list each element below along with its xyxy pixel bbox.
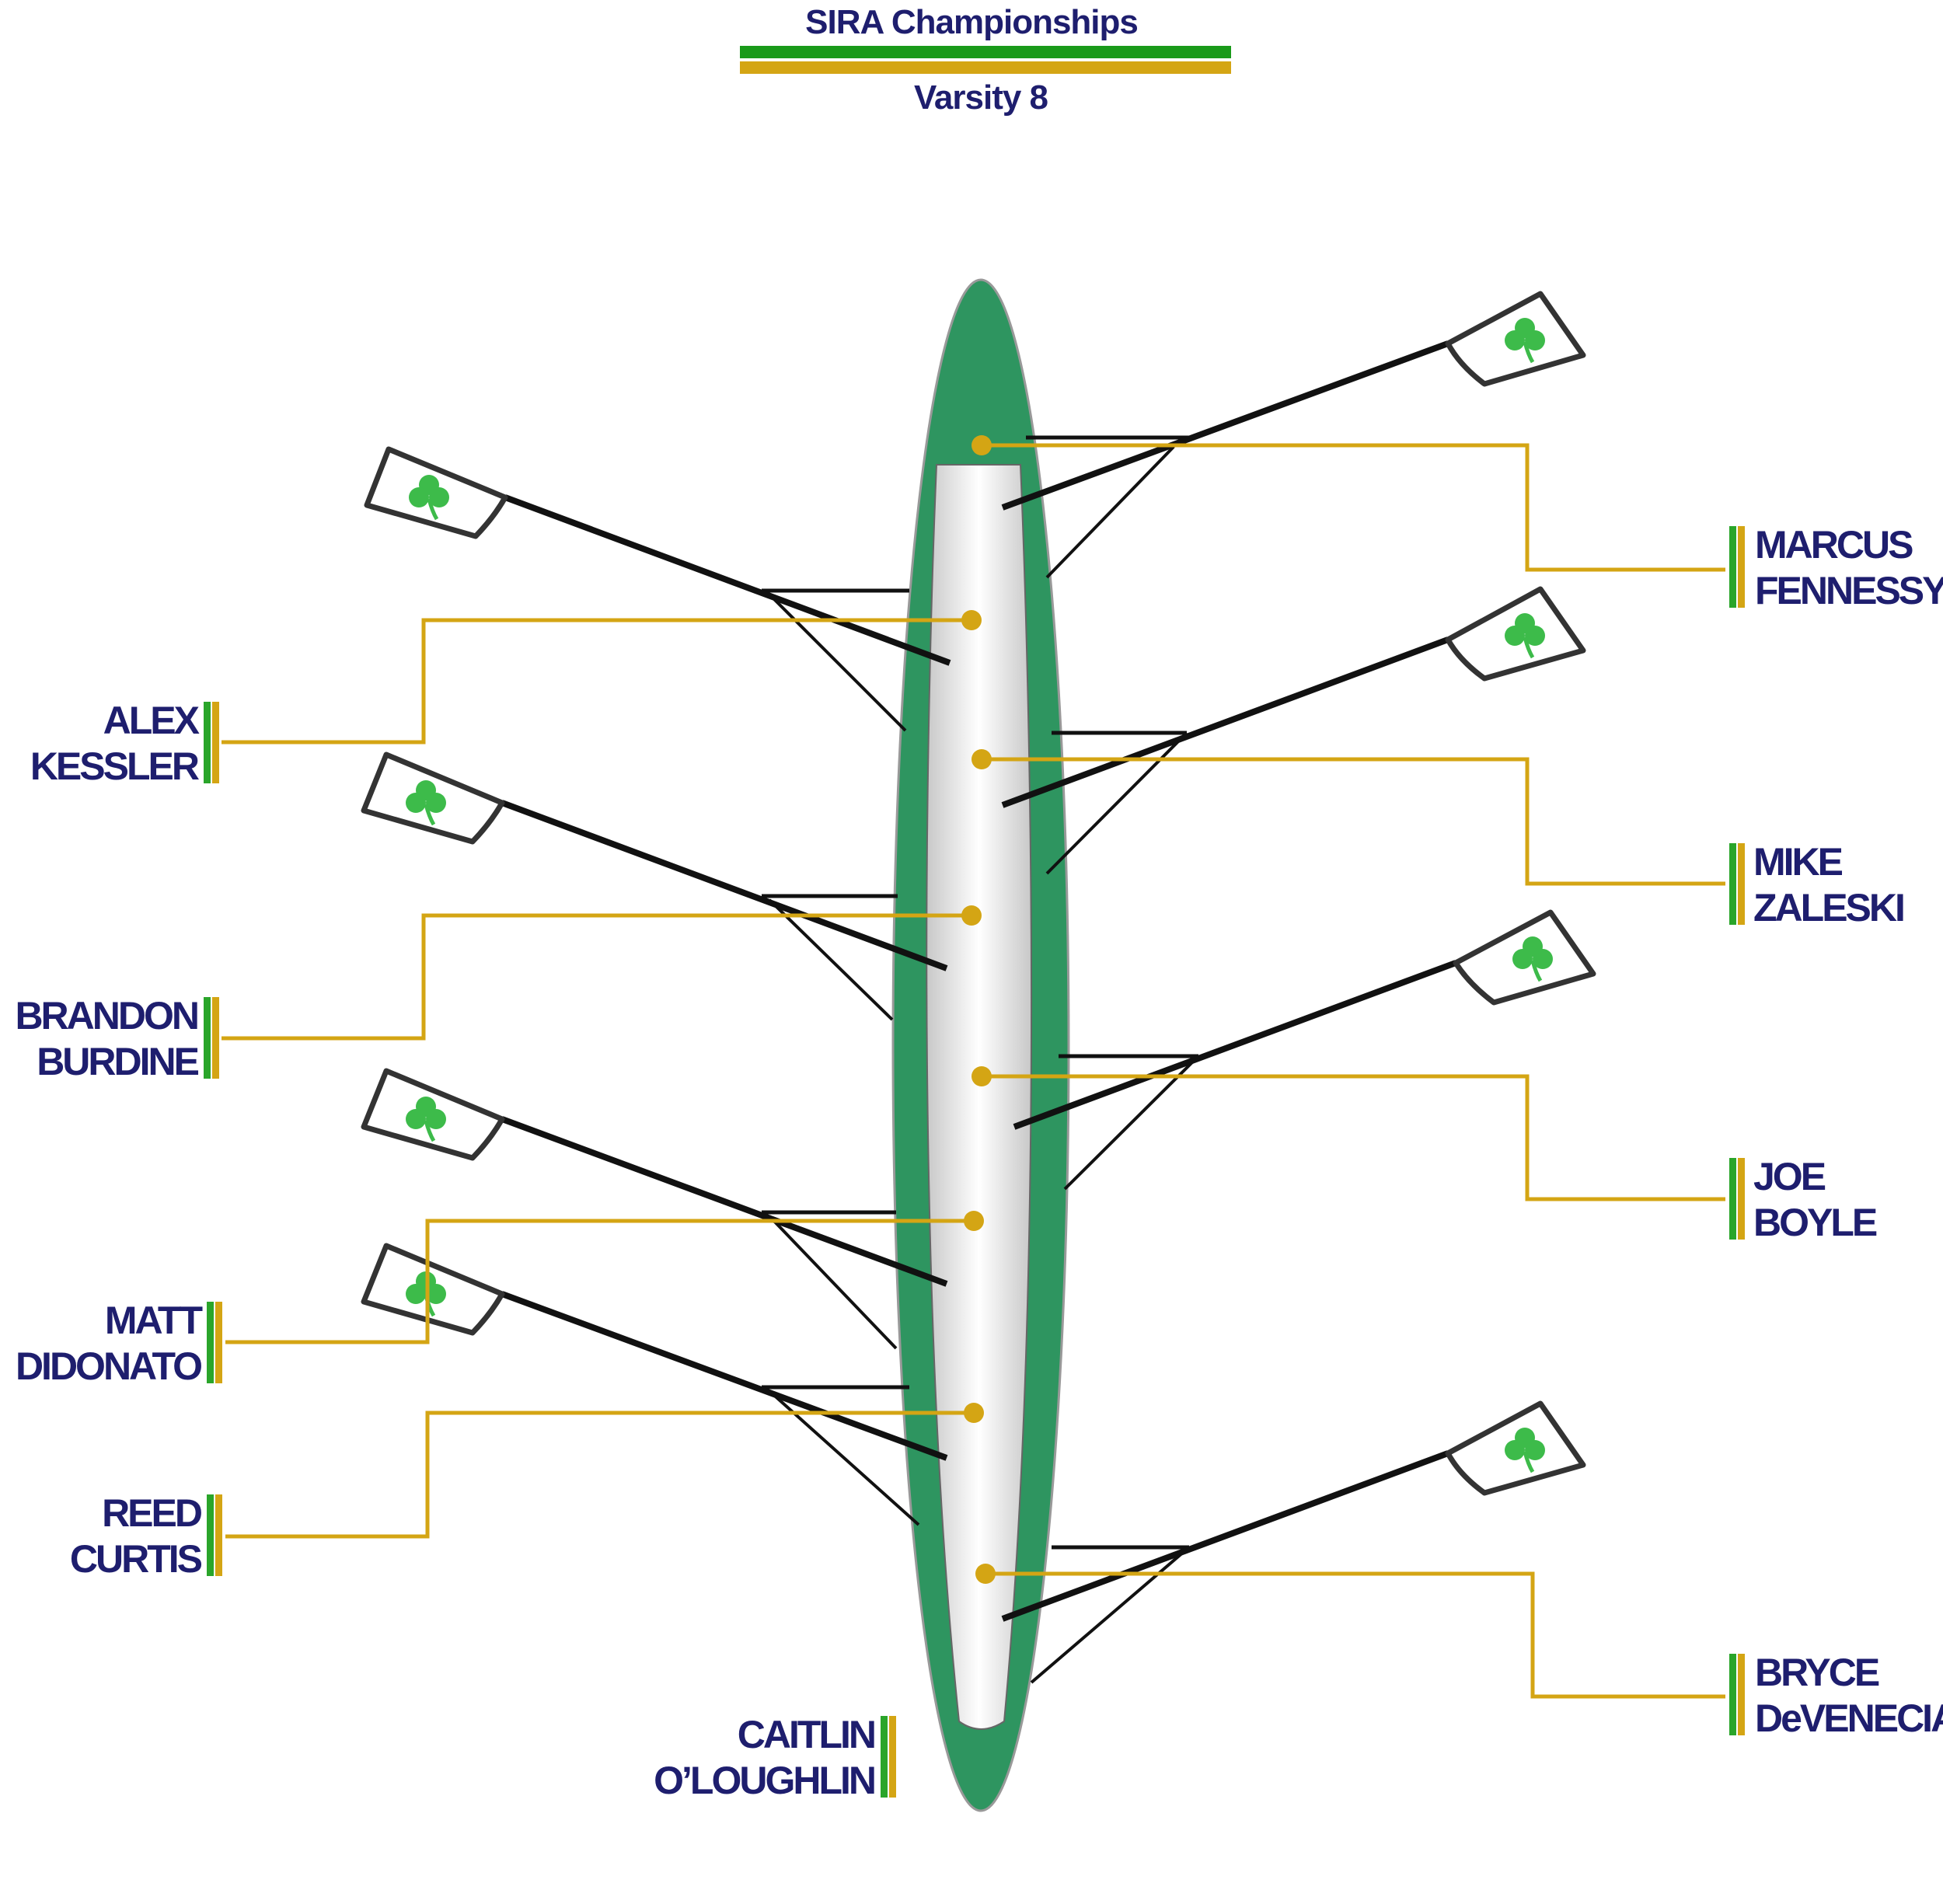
rower-label-mike: MIKE ZALESKI	[1729, 840, 1906, 929]
seat-marker	[961, 905, 982, 926]
seat-marker	[964, 1211, 984, 1231]
oar-joe	[1013, 909, 1596, 1191]
starboard-labels: MARCUS FENNESSY MIKE ZALESKI JOE BOYLE B…	[1729, 523, 1943, 1740]
oar-reed	[361, 1243, 948, 1526]
rower-label-brandon: BRANDON BURDINE	[15, 994, 219, 1083]
seat-marker	[964, 1403, 984, 1423]
rower-label-reed: REED CURTIS	[70, 1491, 222, 1581]
oar-brandon	[361, 751, 948, 1021]
rower-last-name: ZALESKI	[1753, 886, 1903, 929]
rower-label-alex: ALEX KESSLER	[30, 699, 219, 788]
seat-marker	[972, 749, 992, 769]
oar-matt	[361, 1068, 948, 1350]
leader-lines	[222, 435, 1725, 1699]
rower-first-name: MATT	[105, 1299, 203, 1342]
rower-first-name: REED	[102, 1491, 202, 1535]
header-gold-bar	[740, 61, 1231, 74]
port-labels: ALEX KESSLER BRANDON BURDINE MATT DIDONA…	[15, 699, 896, 1802]
seat-marker	[961, 610, 982, 630]
rower-last-name: BOYLE	[1753, 1201, 1877, 1244]
coxswain-last-name: O’LOUGHLIN	[654, 1759, 874, 1802]
rower-first-name: MIKE	[1753, 840, 1843, 884]
rower-last-name: BURDINE	[37, 1040, 198, 1083]
header-green-bar	[740, 46, 1231, 58]
header: SIRA Championships Varsity 8	[740, 3, 1231, 117]
rower-last-name: DeVENECIA	[1755, 1697, 1943, 1740]
port-oars	[361, 446, 951, 1526]
page-subtitle: Varsity 8	[914, 78, 1048, 117]
oar-mike	[1001, 586, 1586, 875]
rower-last-name: CURTIS	[70, 1537, 202, 1581]
rower-label-bryce: BRYCE DeVENECIA	[1729, 1651, 1943, 1740]
coxswain-first-name: CAITLIN	[738, 1713, 874, 1756]
rower-last-name: DIDONATO	[16, 1344, 201, 1388]
rower-label-marcus: MARCUS FENNESSY	[1729, 523, 1943, 612]
starboard-oars	[1001, 291, 1596, 1684]
oar-bryce	[1001, 1400, 1586, 1684]
rower-first-name: JOE	[1753, 1155, 1826, 1198]
oar-marcus	[1001, 291, 1586, 579]
page-title: SIRA Championships	[805, 3, 1138, 41]
rower-label-joe: JOE BOYLE	[1729, 1155, 1879, 1244]
rower-label-matt: MATT DIDONATO	[16, 1299, 222, 1388]
seat-marker	[972, 1066, 992, 1086]
rower-first-name: MARCUS	[1755, 523, 1913, 567]
seat-marker	[975, 1564, 996, 1584]
seat-marker	[972, 435, 992, 455]
coxswain-label: CAITLIN O’LOUGHLIN	[654, 1713, 896, 1802]
rower-last-name: FENNESSY	[1755, 569, 1943, 612]
rower-first-name: BRANDON	[15, 994, 197, 1037]
rower-first-name: ALEX	[103, 699, 200, 742]
rower-first-name: BRYCE	[1755, 1651, 1879, 1694]
rower-last-name: KESSLER	[30, 745, 200, 788]
oar-alex	[364, 446, 951, 732]
